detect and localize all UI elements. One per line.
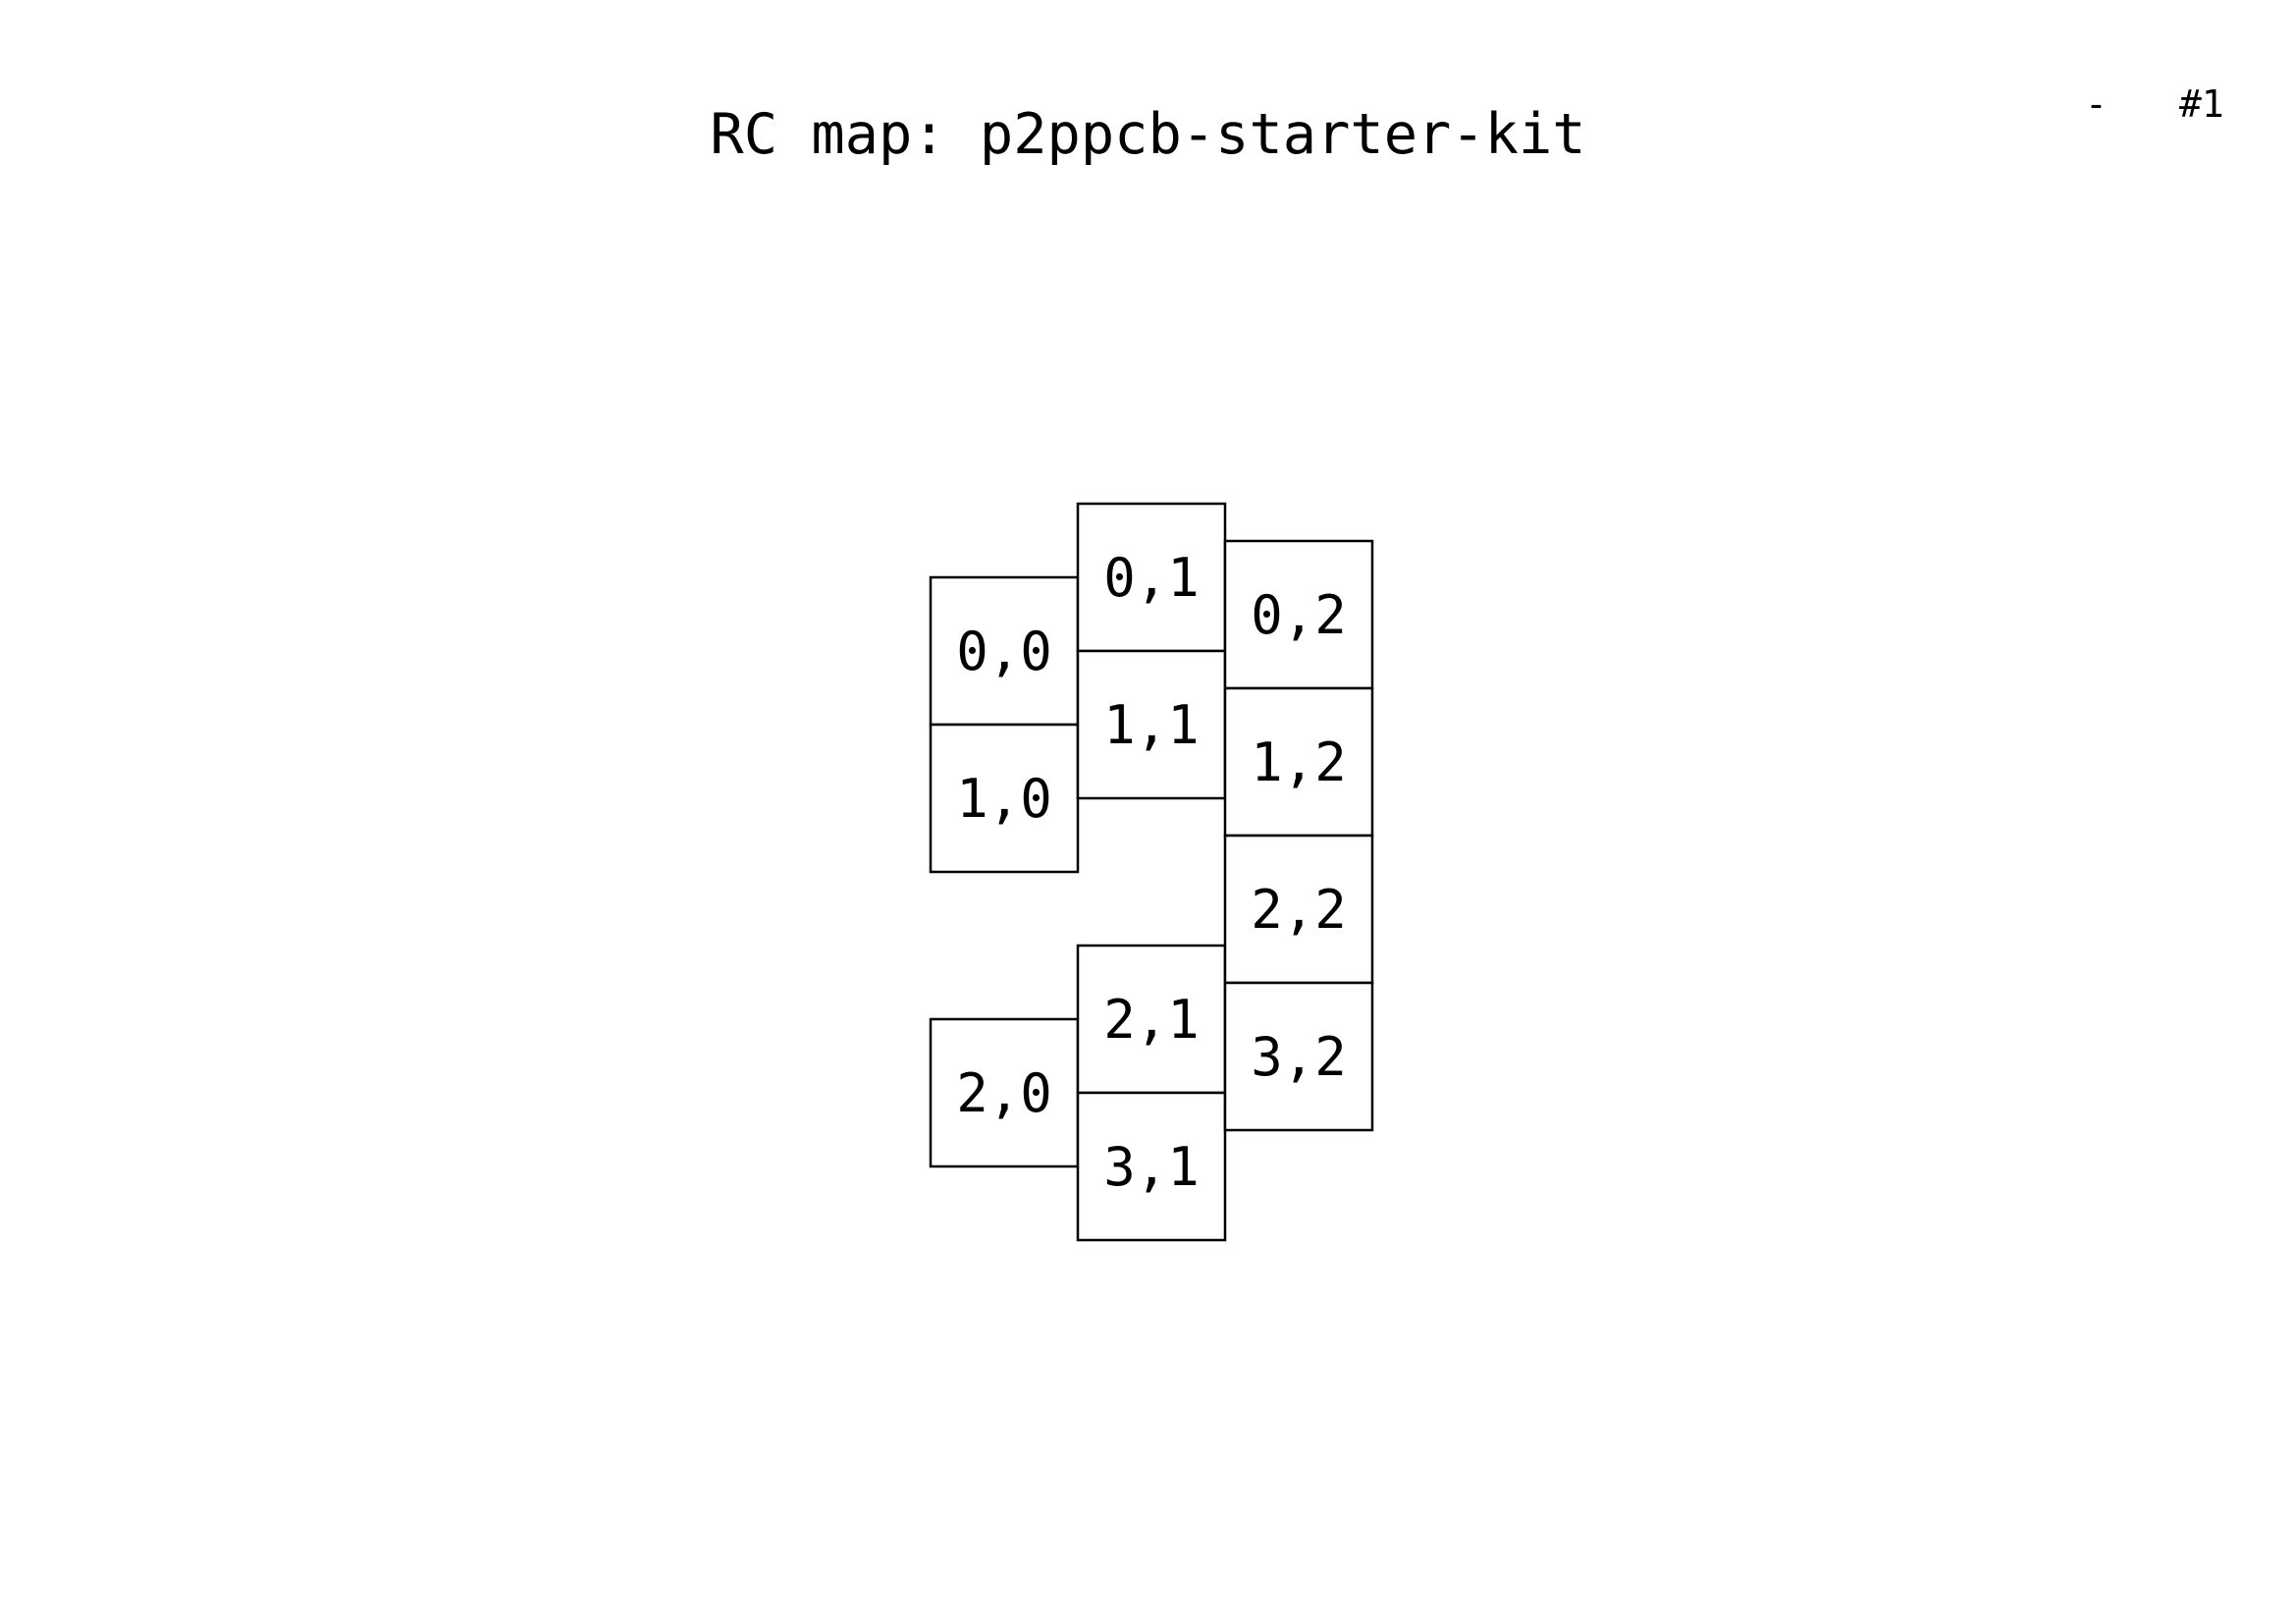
key-1-1: 1,1 (1076, 649, 1227, 800)
key-label: 3,1 (1103, 1136, 1200, 1198)
key-label: 1,0 (956, 768, 1052, 830)
page-number: #1 (2179, 82, 2224, 126)
key-box (1223, 981, 1374, 1132)
key-box (1223, 539, 1374, 690)
key-box (929, 1017, 1080, 1168)
key-2-1: 2,1 (1076, 944, 1227, 1095)
key-1-0: 1,0 (929, 723, 1080, 874)
page-title: RC map: p2ppcb-starter-kit (710, 102, 1586, 167)
key-label: 0,2 (1251, 584, 1347, 646)
page-dash: - (2085, 82, 2108, 126)
key-label: 2,2 (1251, 879, 1347, 941)
key-box (929, 575, 1080, 727)
key-box (1223, 686, 1374, 838)
key-1-2: 1,2 (1223, 686, 1374, 838)
key-label: 1,2 (1251, 731, 1347, 793)
key-box (1076, 1091, 1227, 1242)
key-label: 0,0 (956, 621, 1052, 682)
key-box (1076, 502, 1227, 653)
key-3-1: 3,1 (1076, 1091, 1227, 1242)
key-0-2: 0,2 (1223, 539, 1374, 690)
key-0-1: 0,1 (1076, 502, 1227, 653)
key-0-0: 0,0 (929, 575, 1080, 727)
key-label: 2,1 (1103, 989, 1200, 1051)
key-label: 2,0 (956, 1062, 1052, 1124)
key-2-2: 2,2 (1223, 834, 1374, 985)
key-box (1223, 834, 1374, 985)
key-3-2: 3,2 (1223, 981, 1374, 1132)
key-box (1076, 649, 1227, 800)
key-label: 1,1 (1103, 694, 1200, 756)
key-label: 0,1 (1103, 547, 1200, 609)
key-label: 3,2 (1251, 1026, 1347, 1088)
key-2-0: 2,0 (929, 1017, 1080, 1168)
